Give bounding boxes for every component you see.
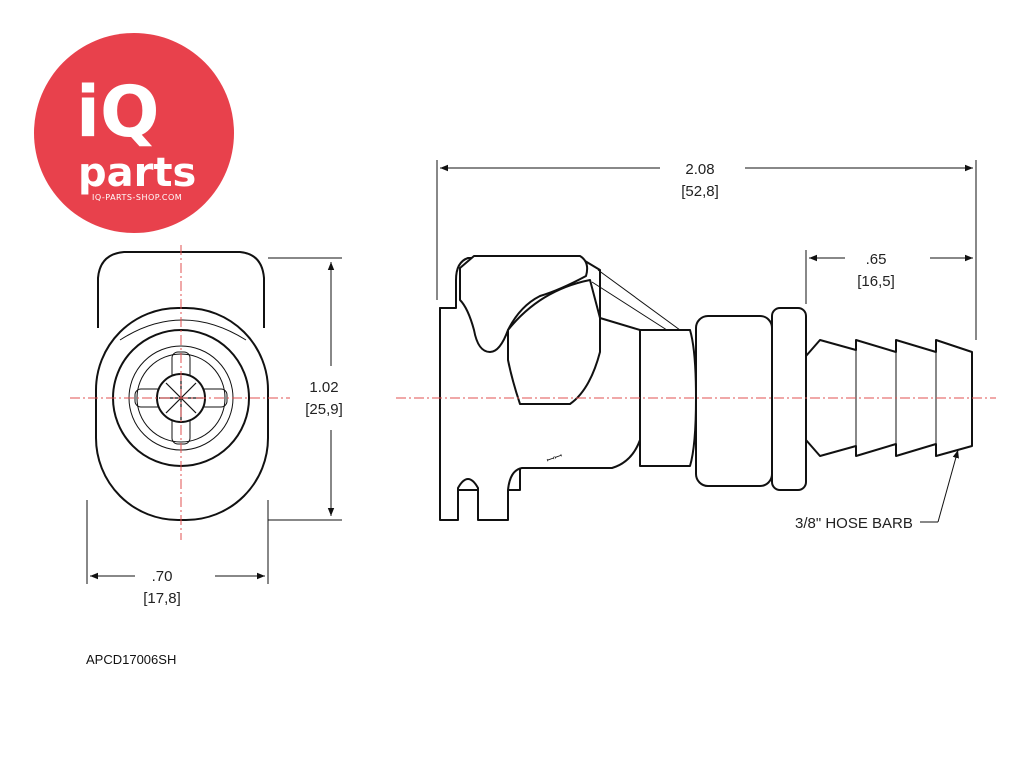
height-dimension: 1.02 [25,9]	[268, 257, 343, 521]
height-inch: 1.02	[309, 379, 338, 396]
logo-site: IQ-PARTS-SHOP.COM	[92, 193, 182, 202]
front-view-inner-outline	[119, 319, 247, 341]
hose-barb-callout: 3/8" HOSE BARB	[795, 449, 959, 532]
iq-parts-logo: iQ parts IQ-PARTS-SHOP.COM	[34, 33, 234, 233]
part-number: APCD17006SH	[86, 652, 176, 667]
overall-length-mm: [52,8]	[681, 183, 719, 200]
overall-length-inch: 2.08	[685, 161, 714, 178]
width-inch: .70	[152, 568, 173, 585]
barb-collar	[695, 315, 773, 487]
logo-brand-parts: parts	[78, 150, 196, 196]
latch-arm	[507, 279, 601, 405]
logo-badge	[34, 33, 234, 233]
logo-brand-iq: iQ	[76, 71, 160, 153]
barb-collar-ring	[771, 307, 807, 491]
height-mm: [25,9]	[305, 401, 343, 418]
side-view: ꟷꟷ	[396, 255, 996, 521]
hose-barb-label: 3/8" HOSE BARB	[795, 515, 913, 532]
barb-length-dimension: .65 [16,5]	[805, 250, 973, 304]
overall-length-dimension: 2.08 [52,8]	[436, 160, 977, 340]
body-marking: ꟷꟷ	[545, 451, 564, 467]
width-dimension: .70 [17,8]	[86, 500, 269, 607]
barb-length-inch: .65	[866, 251, 887, 268]
width-mm: [17,8]	[143, 590, 181, 607]
front-view	[70, 245, 290, 540]
barb-length-mm: [16,5]	[857, 273, 895, 290]
